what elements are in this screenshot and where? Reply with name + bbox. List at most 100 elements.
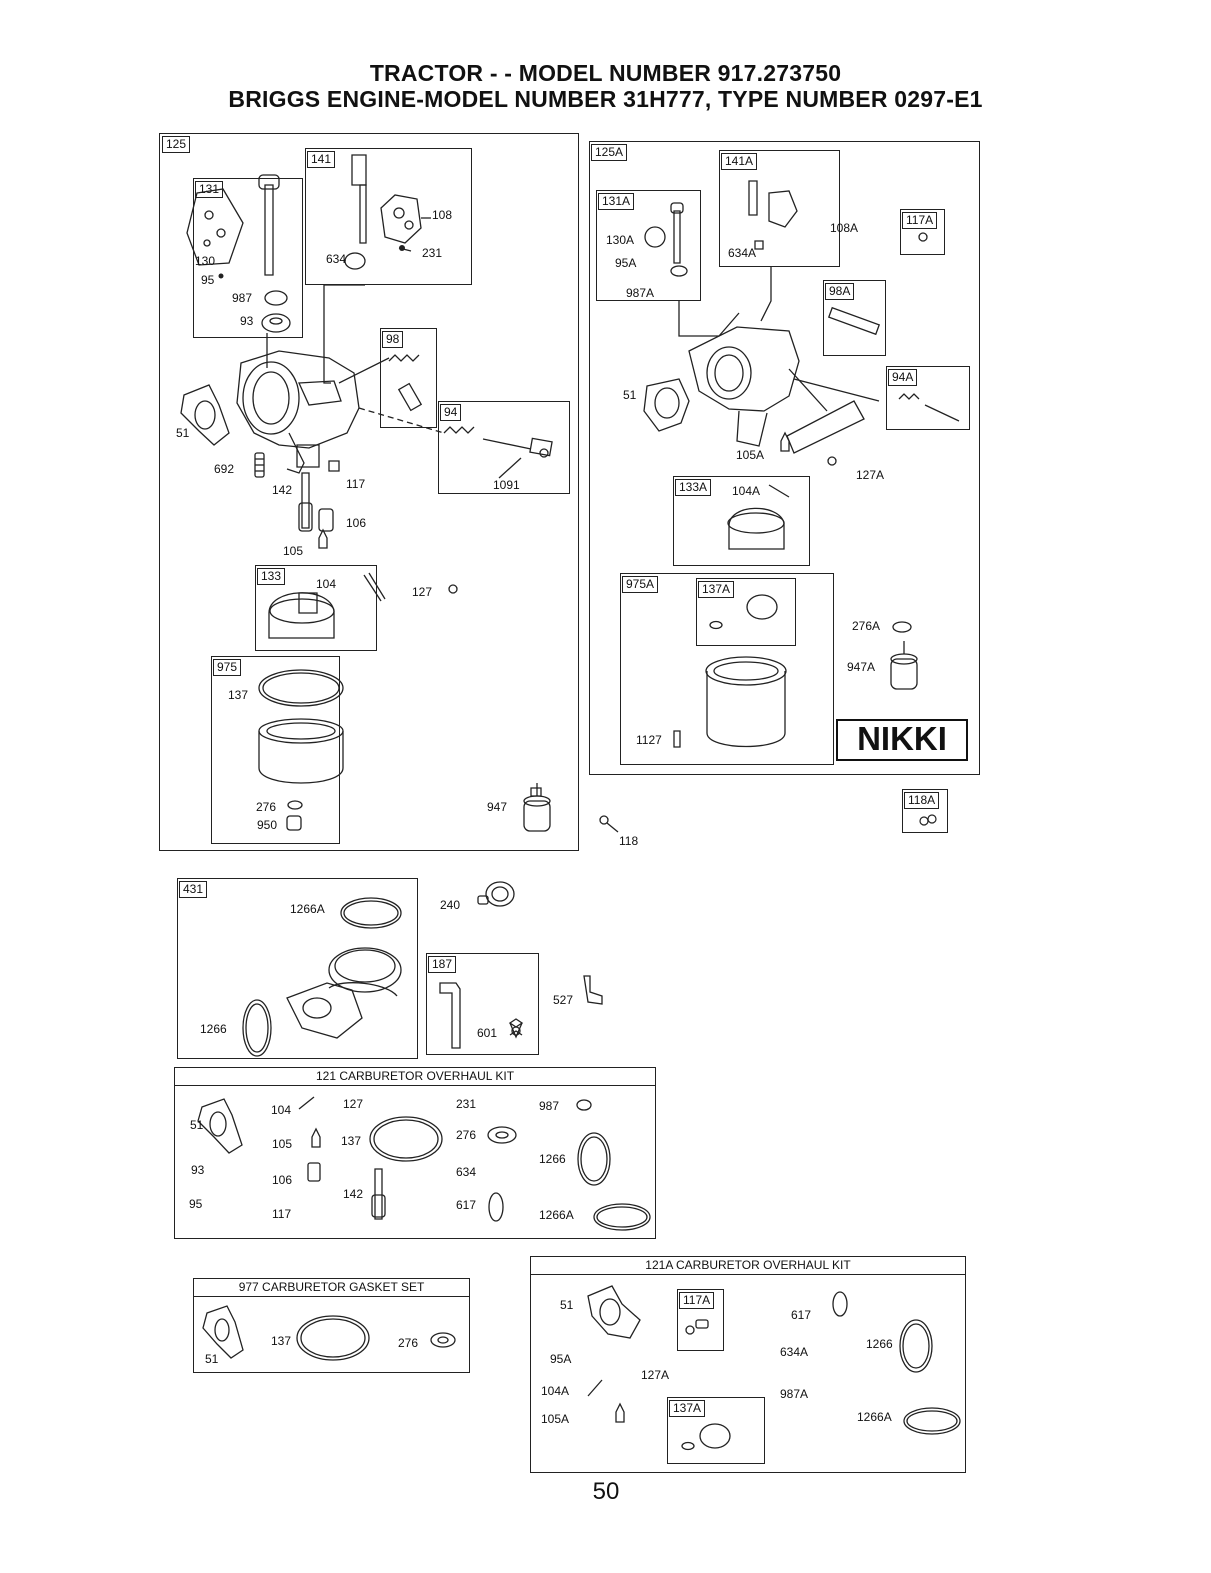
- subassembly-975A-box: [620, 573, 834, 765]
- subassembly-133A-tag: 133A: [675, 479, 712, 496]
- kit121A-label-987A: 987A: [780, 1387, 809, 1401]
- kit-121-drawing: [174, 1067, 656, 1239]
- assembly-125-box: [159, 133, 579, 851]
- part-label-137: 137: [228, 688, 249, 702]
- part-label-127A: 127A: [856, 468, 885, 482]
- subassembly-117A-tag: 117A: [902, 212, 938, 229]
- kit-977-drawing: [193, 1278, 470, 1373]
- part-label-634A: 634A: [728, 246, 757, 260]
- kit121-label-987: 987: [539, 1099, 560, 1113]
- subassembly-94-box: [438, 401, 570, 494]
- kit121-label-95: 95: [189, 1197, 203, 1211]
- kit121A-label-1266A: 1266A: [857, 1410, 892, 1424]
- part-label-1266A-431: 1266A: [290, 902, 325, 916]
- subassembly-975-tag: 975: [213, 659, 242, 676]
- kit121-label-634: 634: [456, 1165, 477, 1179]
- kit121-label-93: 93: [191, 1163, 205, 1177]
- adapter-431-drawing: [177, 878, 418, 1059]
- kit121A-label-51: 51: [560, 1298, 574, 1312]
- kit-121-title: 121 CARBURETOR OVERHAUL KIT: [175, 1068, 655, 1086]
- part-label-142: 142: [272, 483, 293, 497]
- part-label-95: 95: [201, 273, 215, 287]
- kit121-label-117: 117: [272, 1207, 292, 1221]
- subassembly-137A-tag: 137A: [698, 581, 735, 598]
- kit121A-label-1266: 1266: [866, 1337, 893, 1351]
- part-label-51: 51: [176, 426, 190, 440]
- kit121A-label-634A: 634A: [780, 1345, 809, 1359]
- kit121-label-105: 105: [272, 1137, 293, 1151]
- kit-121A-drawing: [530, 1256, 966, 1473]
- hose-187-drawing: [426, 953, 539, 1055]
- assembly-187-tag: 187: [428, 956, 457, 973]
- kit121A-137A-box: [667, 1397, 765, 1464]
- assembly-431-box: [177, 878, 418, 1059]
- part-118A-tag: 118A: [904, 792, 940, 809]
- clip-527-icon: [578, 972, 608, 1012]
- page-subtitle: BRIGGS ENGINE-MODEL NUMBER 31H777, TYPE …: [228, 86, 983, 112]
- kit977-label-276: 276: [398, 1336, 419, 1350]
- kit121A-label-617: 617: [791, 1308, 812, 1322]
- part-118A-box: [902, 789, 948, 833]
- assembly-187-box: [426, 953, 539, 1055]
- part-label-692: 692: [214, 462, 235, 476]
- kit977-label-137: 137: [271, 1334, 292, 1348]
- bolt-118-icon: [596, 812, 656, 852]
- part-label-947: 947: [487, 800, 508, 814]
- part-label-987A: 987A: [626, 286, 655, 300]
- kit121-label-137: 137: [341, 1134, 362, 1148]
- nikki-brand-label: NIKKI: [836, 719, 968, 761]
- subassembly-131A-box: [596, 190, 701, 301]
- subassembly-98-tag: 98: [382, 331, 404, 348]
- kit-121A-box: 121A CARBURETOR OVERHAUL KIT: [530, 1256, 966, 1473]
- subassembly-94A-tag: 94A: [888, 369, 918, 386]
- subassembly-141A-box: [719, 150, 840, 267]
- subassembly-94-tag: 94: [440, 404, 462, 421]
- subassembly-141-box: [305, 148, 472, 285]
- subassembly-137A-box: [696, 578, 796, 646]
- part-label-105A: 105A: [736, 448, 765, 462]
- part-label-130: 130: [195, 254, 216, 268]
- subassembly-131-box: [193, 178, 303, 338]
- kit121-label-127: 127: [343, 1097, 364, 1111]
- kit121A-label-95A: 95A: [550, 1352, 572, 1366]
- part-label-1266-431: 1266: [200, 1022, 227, 1036]
- kit121A-label-104A: 104A: [541, 1384, 570, 1398]
- part-label-130A: 130A: [606, 233, 635, 247]
- kit121-label-276: 276: [456, 1128, 477, 1142]
- part-label-127: 127: [412, 585, 433, 599]
- part-label-1091: 1091: [493, 478, 520, 492]
- kit121A-137A-tag: 137A: [669, 1400, 706, 1417]
- part-label-634: 634: [326, 252, 347, 266]
- fitting-118A-icon: [916, 812, 940, 830]
- subassembly-975-box: [211, 656, 340, 844]
- part-label-527: 527: [553, 993, 574, 1007]
- carburetor-125-drawing: [159, 133, 579, 851]
- kit121A-117A-box: [677, 1289, 724, 1351]
- part-label-117: 117: [346, 477, 366, 491]
- part-label-108A: 108A: [830, 221, 859, 235]
- subassembly-975A-tag: 975A: [622, 576, 659, 593]
- page-number: 50: [592, 1478, 620, 1505]
- kit121A-label-105A: 105A: [541, 1412, 570, 1426]
- part-label-947A: 947A: [847, 660, 876, 674]
- kit121-label-104: 104: [271, 1103, 292, 1117]
- assembly-125A-tag: 125A: [591, 144, 628, 161]
- part-label-104A: 104A: [732, 484, 761, 498]
- part-label-93: 93: [240, 314, 254, 328]
- kit-121-box: 121 CARBURETOR OVERHAUL KIT: [174, 1067, 656, 1239]
- subassembly-94A-box: [886, 366, 970, 430]
- kit121A-117A-tag: 117A: [679, 1292, 715, 1309]
- kit121-label-51: 51: [190, 1118, 204, 1132]
- part-label-95A: 95A: [615, 256, 637, 270]
- part-label-601: 601: [477, 1026, 498, 1040]
- kit-977-box: 977 CARBURETOR GASKET SET: [193, 1278, 470, 1373]
- subassembly-117A-box: [900, 209, 945, 255]
- assembly-125-tag: 125: [162, 136, 191, 153]
- kit121-label-1266: 1266: [539, 1152, 566, 1166]
- subassembly-98-box: [380, 328, 437, 428]
- kit-977-title: 977 CARBURETOR GASKET SET: [194, 1279, 469, 1297]
- subassembly-141A-tag: 141A: [721, 153, 758, 170]
- part-label-1127: 1127: [636, 733, 662, 747]
- part-label-276: 276: [256, 800, 277, 814]
- kit977-label-51: 51: [205, 1352, 219, 1366]
